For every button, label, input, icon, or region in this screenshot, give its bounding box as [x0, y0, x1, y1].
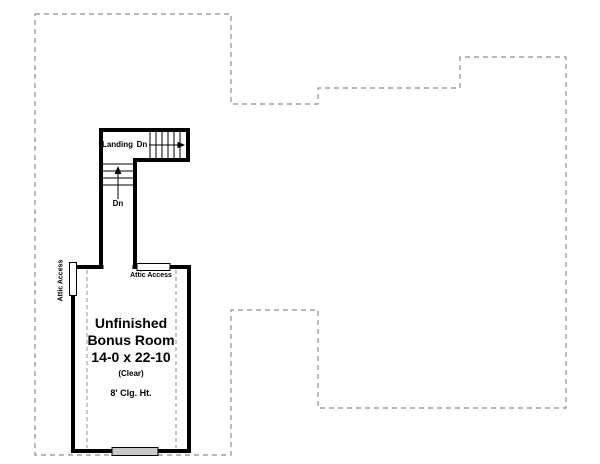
dn-label-landing: Dn	[136, 140, 148, 149]
attic-access-label-top: Attic Access	[130, 272, 172, 279]
room-title-line2: Bonus Room	[87, 332, 175, 348]
attic-access-panel-left	[69, 262, 77, 296]
arrow-head	[114, 166, 122, 174]
stair-opening	[103, 263, 133, 271]
room-title-line1: Unfinished	[94, 315, 168, 331]
room-dimensions: 14-0 x 22-10	[91, 349, 171, 365]
dn-label-stairs: Dn	[112, 199, 124, 208]
bottom-wall-panel	[111, 447, 159, 456]
landing-direction-arrow	[149, 141, 185, 149]
stair-direction-arrow	[114, 166, 122, 199]
arrow-head	[177, 141, 185, 149]
landing-label: Landing	[101, 140, 134, 149]
attic-access-panel-top	[136, 263, 171, 271]
room-clear-note: (Clear)	[118, 369, 144, 378]
roofline-dashed-outline	[34, 13, 567, 456]
stair-walls	[99, 128, 190, 269]
ceiling-height-note: 8' Clg. Ht.	[110, 388, 152, 398]
attic-access-label-left: Attic Access	[57, 259, 65, 302]
